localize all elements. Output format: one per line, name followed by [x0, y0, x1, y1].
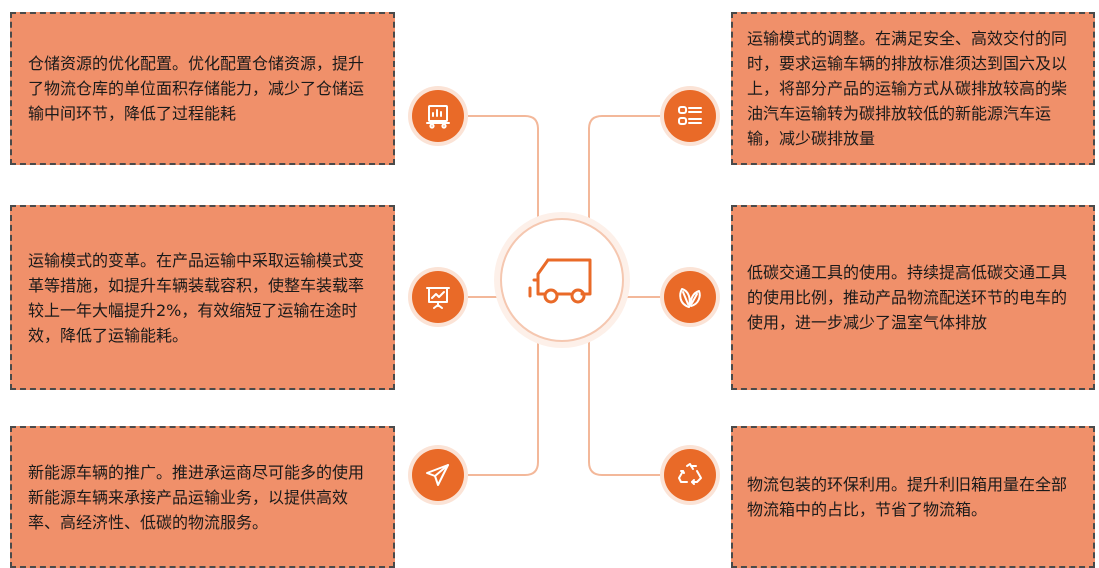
- recycle-icon: [664, 449, 716, 501]
- paper-plane-icon: [412, 449, 464, 501]
- leaf-icon: [664, 271, 716, 323]
- card-transport-adjustment: 运输模式的调整。在满足安全、高效交付的同时，要求运输车辆的排放标准须达到国六及以…: [731, 12, 1095, 165]
- card-warehouse-optimization: 仓储资源的优化配置。优化配置仓储资源，提升了物流仓库的单位面积存储能力，减少了仓…: [10, 12, 395, 165]
- card-new-energy-vehicles: 新能源车辆的推广。推进承运商尽可能多的使用新能源车辆来承接产品运输业务，以提供高…: [10, 426, 395, 568]
- card-text: 低碳交通工具的使用。持续提高低碳交通工具的使用比例，推动产品物流配送环节的电车的…: [747, 263, 1068, 332]
- delivery-truck-icon: [528, 258, 592, 304]
- list-icon: [664, 90, 716, 142]
- card-packaging-reuse: 物流包装的环保利用。提升利旧箱用量在全部物流箱中的占比，节省了物流箱。: [731, 426, 1095, 568]
- card-text: 运输模式的调整。在满足安全、高效交付的同时，要求运输车辆的排放标准须达到国六及以…: [747, 29, 1068, 148]
- presentation-chart-icon: [412, 271, 464, 323]
- warehouse-cart-icon: [412, 90, 464, 142]
- card-text: 物流包装的环保利用。提升利旧箱用量在全部物流箱中的占比，节省了物流箱。: [747, 475, 1068, 519]
- center-hub: [500, 218, 624, 342]
- card-text: 仓储资源的优化配置。优化配置仓储资源，提升了物流仓库的单位面积存储能力，减少了仓…: [28, 54, 365, 123]
- card-transport-reform: 运输模式的变革。在产品运输中采取运输模式变革等措施，如提升车辆装载容积，使整车装…: [10, 205, 395, 390]
- card-text: 新能源车辆的推广。推进承运商尽可能多的使用新能源车辆来承接产品运输业务，以提供高…: [28, 462, 365, 532]
- card-low-carbon-vehicles: 低碳交通工具的使用。持续提高低碳交通工具的使用比例，推动产品物流配送环节的电车的…: [731, 205, 1095, 390]
- card-text: 运输模式的变革。在产品运输中采取运输模式变革等措施，如提升车辆装载容积，使整车装…: [28, 250, 365, 345]
